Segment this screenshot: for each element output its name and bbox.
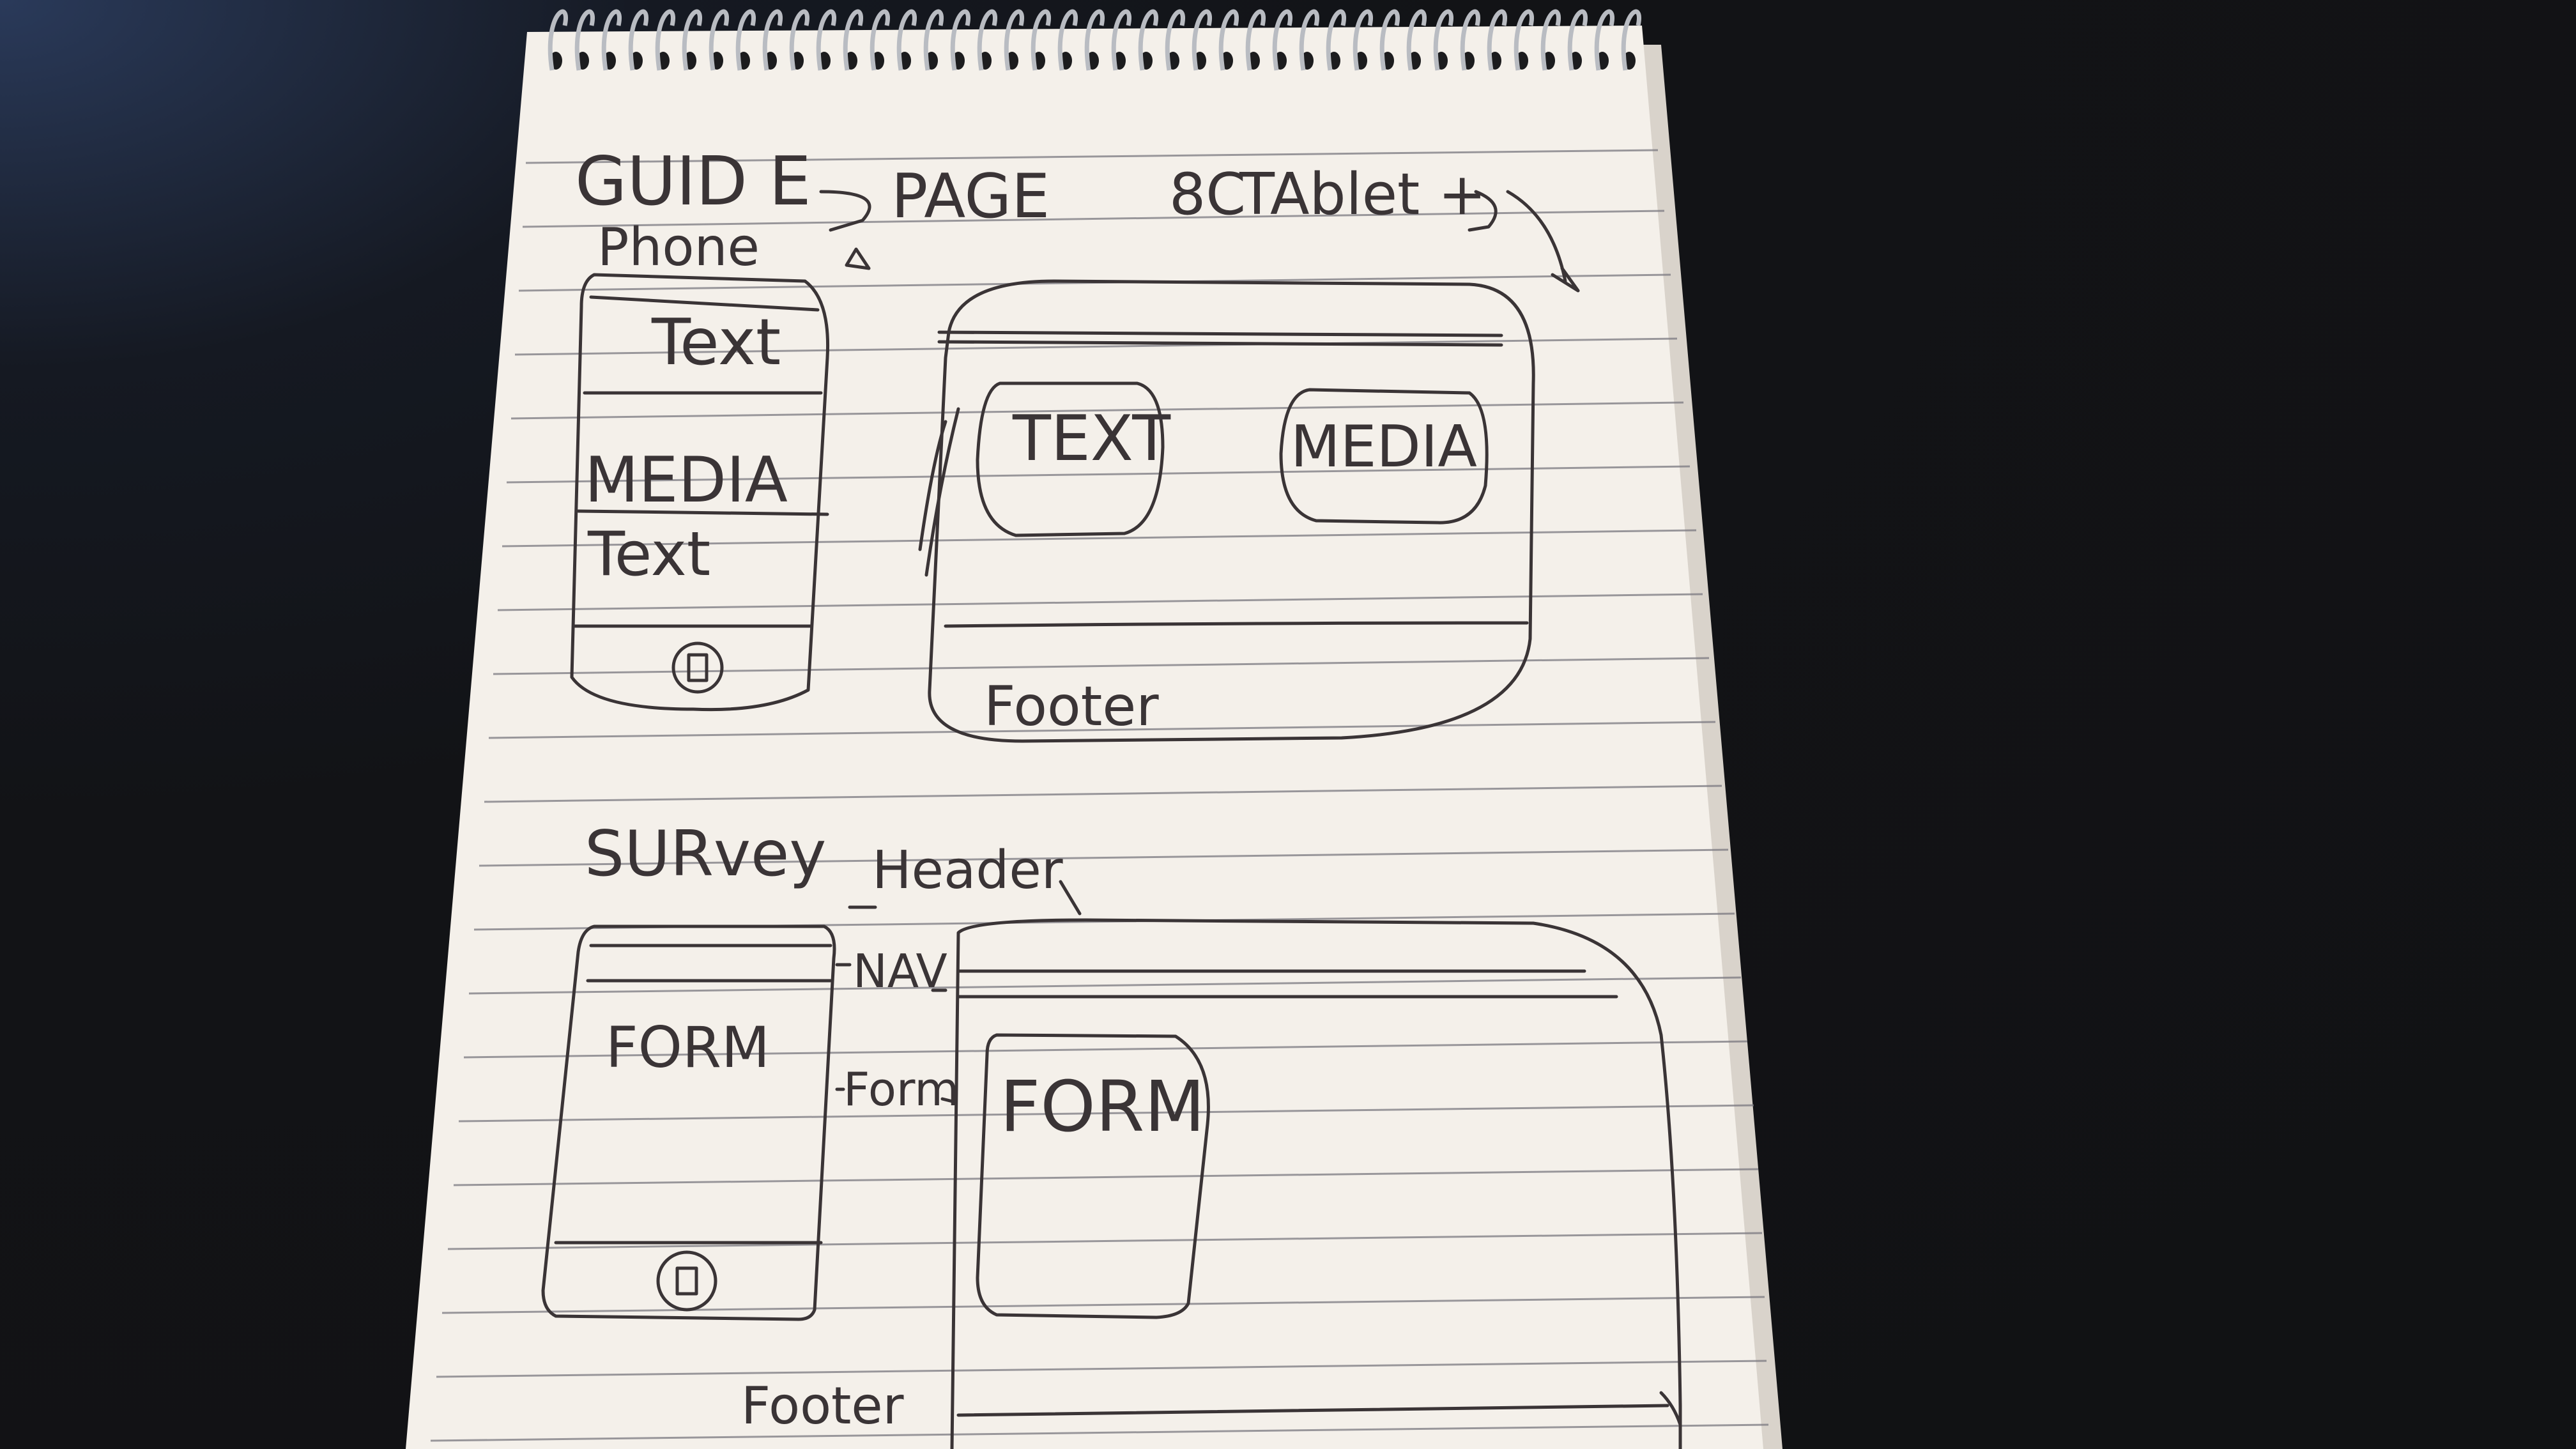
guide-tablet-footer: Footer xyxy=(984,675,1159,739)
survey-tablet-frame xyxy=(950,918,1682,1449)
spiral-coil xyxy=(601,9,622,71)
spiral-coil xyxy=(816,9,836,71)
guide-title: GUID E xyxy=(575,142,811,220)
guide-phone-label: Phone xyxy=(597,217,760,278)
guide-phone-text-bottom: Text xyxy=(587,519,710,590)
spiral-coil xyxy=(1245,9,1266,71)
guide-tablet-text: TEXT xyxy=(1012,402,1171,475)
guide-scribble: 8C xyxy=(1169,161,1246,228)
guide-page-label: PAGE xyxy=(891,162,1050,232)
guide-phone-frame xyxy=(570,273,830,712)
spiral-coil xyxy=(762,9,783,71)
spiral-coil xyxy=(1406,9,1427,71)
spiral-coil xyxy=(682,9,702,71)
spiral-coil xyxy=(1460,9,1480,71)
spiral-coil xyxy=(1004,9,1024,71)
spiral-coil xyxy=(1433,9,1453,71)
spiral-coil xyxy=(1272,9,1292,71)
survey-header-note: Header xyxy=(872,840,1063,901)
spiral-coil xyxy=(950,9,970,71)
survey-tablet-form-box xyxy=(976,1033,1210,1319)
spiral-coil xyxy=(1031,9,1051,71)
survey-title: SURvey xyxy=(585,818,826,891)
spiral-coil xyxy=(1353,9,1373,71)
survey-footer-note: Footer xyxy=(741,1376,904,1436)
survey-form-note: Form xyxy=(843,1062,959,1116)
survey-sketch xyxy=(541,880,1682,1449)
spiral-coil xyxy=(1326,9,1346,71)
spiral-coil xyxy=(1487,9,1507,71)
spiral-coil xyxy=(1621,9,1641,71)
arrow-to-tablet xyxy=(1506,190,1580,293)
spiral-coil xyxy=(977,9,997,71)
guide-labels: GUID E PAGE 8C TAblet + Phone Text MEDIA… xyxy=(575,142,1486,739)
spiral-coil xyxy=(843,9,863,71)
survey-nav-note: NAV xyxy=(853,944,947,998)
spiral-coil xyxy=(1218,9,1239,71)
arrow-small xyxy=(1468,190,1498,232)
spiral-coil xyxy=(896,9,917,71)
survey-phone-home-icon xyxy=(656,1250,717,1312)
spiral-coil xyxy=(1379,9,1400,71)
survey-phone-form: FORM xyxy=(606,1015,770,1080)
guide-tablet-media: MEDIA xyxy=(1291,413,1477,480)
spiral-coil xyxy=(923,9,944,71)
spiral-coil xyxy=(735,9,756,71)
arrow-to-phone xyxy=(819,190,871,270)
spiral-coil xyxy=(1138,9,1158,71)
spiral-coil xyxy=(1084,9,1105,71)
spiral-coil xyxy=(870,9,890,71)
guide-phone-text-top: Text xyxy=(651,305,781,379)
guide-page-sketch xyxy=(570,190,1580,743)
guide-tablet-media-box xyxy=(1279,388,1489,525)
guide-tablet-label: TAblet + xyxy=(1239,161,1486,228)
spiral-binding xyxy=(548,9,1641,71)
spiral-coil xyxy=(789,9,809,71)
spiral-coil xyxy=(548,9,568,71)
guide-phone-home-icon xyxy=(671,641,724,694)
guide-tablet-frame xyxy=(928,279,1535,743)
spiral-coil xyxy=(1594,9,1614,71)
spiral-coil xyxy=(1567,9,1588,71)
spiral-coil xyxy=(1111,9,1131,71)
spiral-coil xyxy=(1165,9,1185,71)
spiral-coil xyxy=(709,9,729,71)
spiral-coil xyxy=(1514,9,1534,71)
spiral-coil xyxy=(1299,9,1319,71)
guide-tablet-text-box xyxy=(976,381,1165,537)
spiral-coil xyxy=(1192,9,1212,71)
spiral-coil xyxy=(574,9,595,71)
survey-tablet-form: FORM xyxy=(1000,1066,1205,1147)
spiral-coil xyxy=(1057,9,1078,71)
survey-labels: SURvey Header NAV Form FORM FORM Footer xyxy=(585,818,1205,1436)
spiral-coil xyxy=(1540,9,1561,71)
notepad-page xyxy=(406,26,1763,1449)
guide-phone-media: MEDIA xyxy=(585,444,788,517)
spiral-coil xyxy=(655,9,675,71)
spiral-coil xyxy=(628,9,648,71)
survey-phone-frame xyxy=(541,924,836,1321)
